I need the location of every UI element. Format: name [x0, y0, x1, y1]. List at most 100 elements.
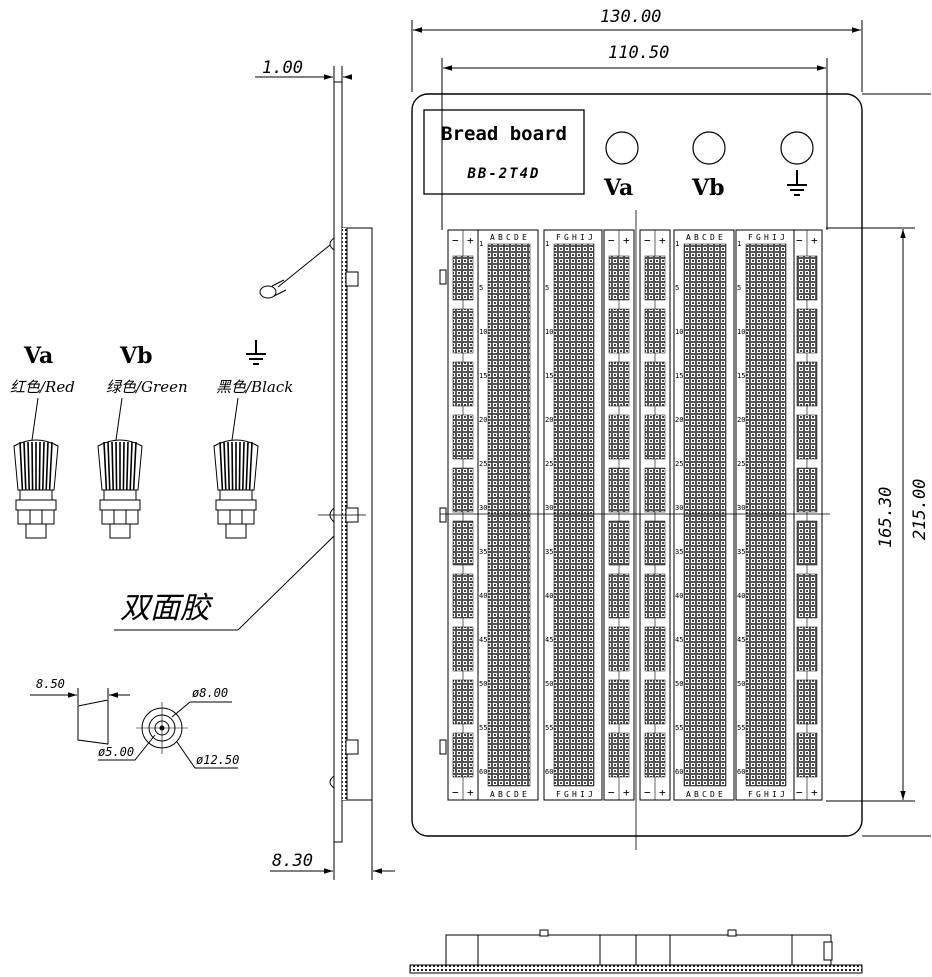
strip-column-letter: B [694, 233, 699, 242]
strip-row-number: 30 [675, 504, 683, 512]
post-ridge [38, 441, 41, 491]
rail-minus-sign: − [644, 786, 651, 799]
strip-row-number: 50 [675, 680, 683, 688]
strip-row-number: 45 [737, 636, 745, 644]
strip-column-letter: J [780, 790, 785, 799]
post-leader [115, 397, 123, 441]
thickness-text: 1.00 [262, 58, 303, 78]
strip-column-letter: A [490, 233, 495, 242]
strip-row-number: 1 [675, 240, 679, 248]
rail-hole-block [452, 520, 474, 566]
strip-row-number: 35 [737, 548, 745, 556]
strip-row-number: 5 [737, 284, 741, 292]
post-stud [109, 523, 131, 539]
dia-inner-text: ø8.00 [192, 686, 228, 700]
post-ridge [115, 441, 118, 491]
strip-column-letter: J [588, 790, 593, 799]
post-title-vb: Vb [119, 343, 152, 369]
strip-row-number: 35 [479, 548, 487, 556]
rail-minus-sign: − [796, 234, 803, 247]
dim-heights [826, 93, 931, 837]
rail-hole-block [796, 414, 818, 460]
strip-column-letter: E [522, 790, 527, 799]
strip-column-letter: G [564, 790, 569, 799]
dim-inner-width [441, 58, 828, 230]
strip-row-number: 60 [737, 768, 745, 776]
post-height-text: 8.50 [36, 677, 65, 691]
strip-column-letter: J [780, 233, 785, 242]
strip-column-letter: E [718, 233, 723, 242]
rail-hole-block [452, 573, 474, 619]
strip-row-number: 40 [479, 592, 487, 600]
rail-hole-block [796, 361, 818, 407]
strip-row-number: 55 [737, 724, 745, 732]
rail-hole-block [608, 414, 630, 460]
post-collar [19, 489, 53, 501]
strip-row-number: 20 [737, 416, 745, 424]
strip-column-letter: I [772, 233, 777, 242]
strip-row-number: 35 [545, 548, 553, 556]
post-nut [99, 499, 141, 511]
post-ridge [248, 441, 253, 491]
strip-row-number: 55 [479, 724, 487, 732]
post-leader [31, 397, 39, 441]
rail-hole-block [452, 626, 474, 672]
dia-hole-text: ø5.00 [98, 745, 134, 759]
strip-row-number: 30 [737, 504, 745, 512]
post-ridge [231, 441, 234, 491]
strip-row-number: 50 [737, 680, 745, 688]
post-ridge [42, 441, 45, 491]
panel-label-va: Va [603, 175, 633, 201]
strip-row-number: 15 [545, 372, 553, 380]
rail-hole-block [452, 679, 474, 725]
rail-hole-block [608, 573, 630, 619]
strip-column-letter: G [756, 790, 761, 799]
terminal-hole-grid [745, 243, 787, 787]
strip-column-letter: I [772, 790, 777, 799]
strip-column-letter: D [514, 233, 519, 242]
strip-row-number: 25 [675, 460, 683, 468]
panel-tab [439, 739, 447, 755]
strip-column-letter: J [588, 233, 593, 242]
strip-column-letter: I [580, 233, 585, 242]
screw-icon [259, 244, 331, 299]
rail-hole-block [644, 520, 666, 566]
strip-row-number: 5 [545, 284, 549, 292]
side-depth-text: 8.30 [272, 851, 313, 871]
post-ridge [122, 441, 125, 491]
rail-plus-sign: + [659, 234, 666, 247]
strip-column-letter: A [686, 233, 691, 242]
post-nut [101, 509, 139, 525]
rail-hole-block [644, 414, 666, 460]
rail-hole-block [796, 308, 818, 354]
va-post-hole [605, 131, 639, 165]
vb-post-hole [692, 131, 726, 165]
strip-column-letter: F [748, 233, 753, 242]
breadboard-strips: −+−+−+−+−+−+−+−+AABBCCDDEE15101520253035… [439, 229, 823, 801]
post-ridge [242, 441, 245, 491]
strip-column-letter: C [702, 233, 707, 242]
bottom-view [409, 929, 863, 974]
binding-post-vb [97, 397, 143, 539]
rail-minus-sign: − [644, 234, 651, 247]
strip-column-letter: A [686, 790, 691, 799]
rail-plus-sign: + [467, 786, 474, 799]
side-view [318, 81, 373, 843]
rail-plus-sign: + [811, 786, 818, 799]
post-nut [215, 499, 257, 511]
strip-row-number: 1 [737, 240, 741, 248]
rail-hole-block [644, 679, 666, 725]
strip-column-letter: D [710, 233, 715, 242]
post-detail-side [30, 688, 130, 745]
rail-minus-sign: − [608, 786, 615, 799]
strip-row-number: 30 [545, 504, 553, 512]
panel-ground-icon [787, 170, 807, 196]
strip-row-number: 50 [545, 680, 553, 688]
post-ridge [48, 441, 53, 491]
rail-hole-block [644, 255, 666, 301]
strip-row-number: 1 [479, 240, 483, 248]
strip-column-letter: C [702, 790, 707, 799]
strip-column-letter: H [764, 233, 769, 242]
post-color-red: 红色/Red [10, 378, 75, 396]
